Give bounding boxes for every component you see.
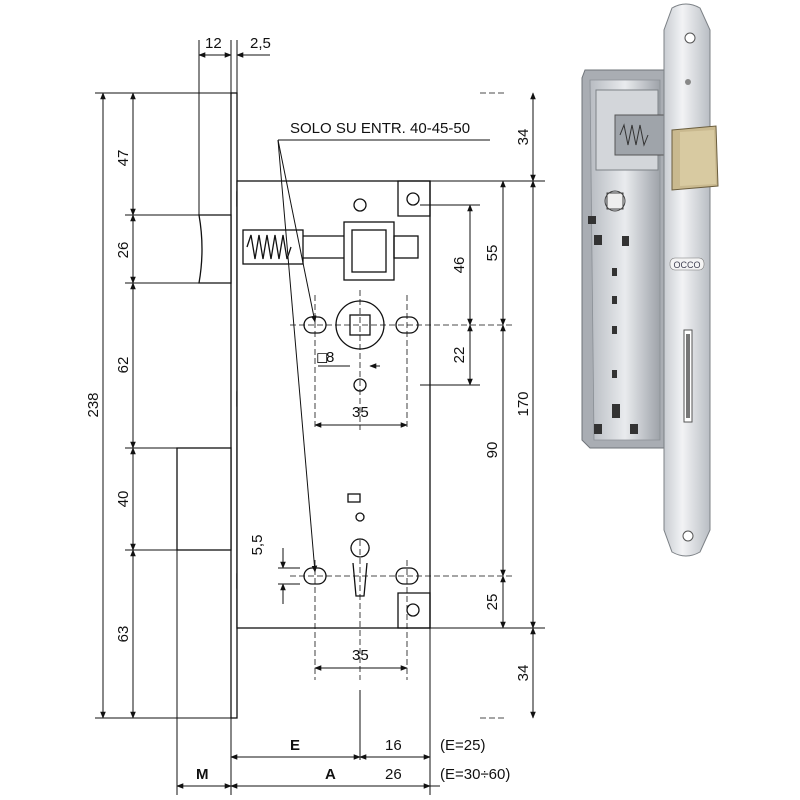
dim-35-top: 35 <box>352 404 369 421</box>
dim-62: 62 <box>115 357 132 374</box>
dim-16: 16 <box>385 737 402 754</box>
dim-55: 55 <box>484 245 501 262</box>
dim-40: 40 <box>115 491 132 508</box>
dim-12: 12 <box>205 35 222 52</box>
dim-47: 47 <box>115 150 132 167</box>
lock-front-view <box>177 93 430 718</box>
dim-5-5: 5,5 <box>249 535 266 556</box>
dim-22: 22 <box>451 347 468 364</box>
dim-26: 26 <box>115 242 132 259</box>
dim-25: 25 <box>484 594 501 611</box>
dim-35-bottom: 35 <box>352 647 369 664</box>
dim-A: A <box>325 766 336 783</box>
lock-photo: OCCO <box>582 4 718 556</box>
dim-spindle-8: 8 <box>326 349 334 366</box>
dim-2-5: 2,5 <box>250 35 271 52</box>
dim-E: E <box>290 737 300 754</box>
note-text: SOLO SU ENTR. 40-45-50 <box>290 120 470 137</box>
dim-M: M <box>196 766 209 783</box>
dim-238: 238 <box>85 392 102 417</box>
brand-logo: OCCO <box>674 260 701 270</box>
dim-E25: (E=25) <box>440 737 485 754</box>
dim-63: 63 <box>115 626 132 643</box>
dim-34-top: 34 <box>515 129 532 146</box>
dim-90: 90 <box>484 442 501 459</box>
dim-34-bottom: 34 <box>515 665 532 682</box>
dim-26-bottom: 26 <box>385 766 402 783</box>
dim-46: 46 <box>451 257 468 274</box>
dim-E30-60: (E=30÷60) <box>440 766 510 783</box>
dim-170: 170 <box>515 391 532 416</box>
